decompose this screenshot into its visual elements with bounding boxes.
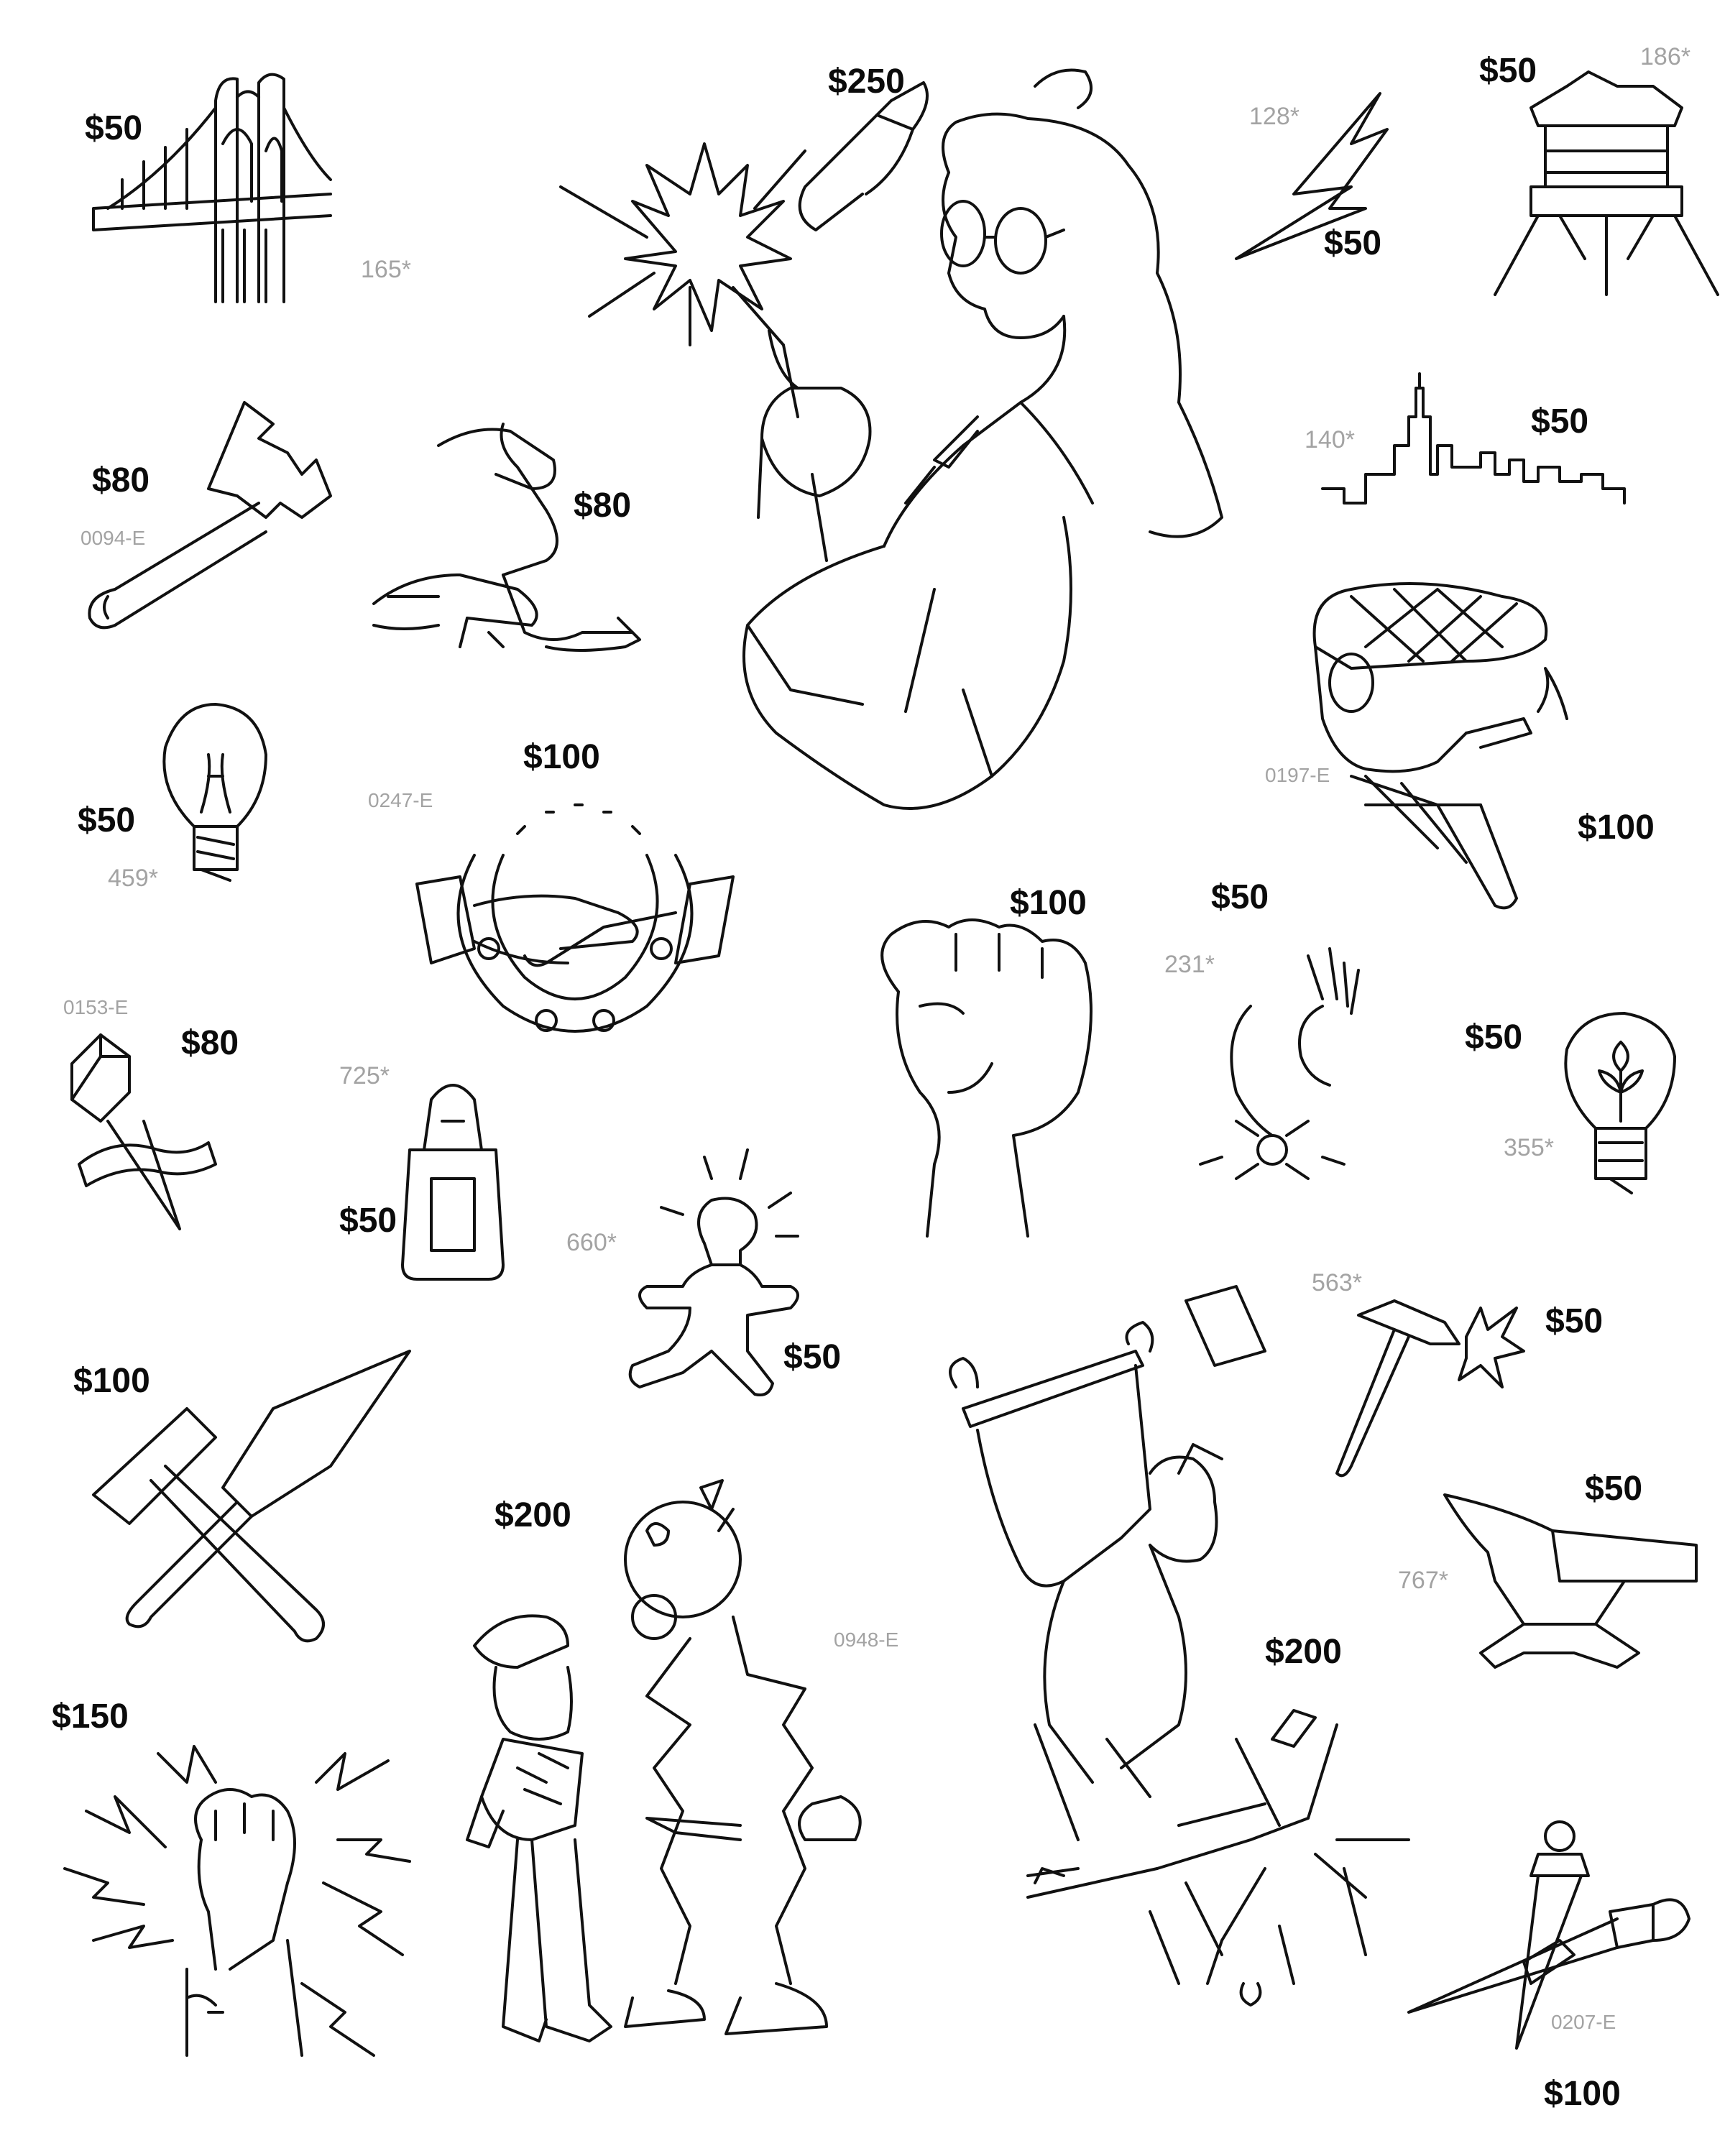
- hammer-spark-icon: [1335, 1299, 1525, 1478]
- code-skyline: 140*: [1305, 426, 1355, 453]
- code-spikes: 0207-E: [1551, 2011, 1616, 2033]
- electric-fist-icon: [63, 1745, 411, 2057]
- zipper-pull-icon: [401, 1084, 505, 1281]
- code-hammer-spark: 563*: [1312, 1269, 1362, 1296]
- price-water-tower: $50: [1479, 52, 1537, 90]
- woman-welder-icon: [559, 68, 1223, 810]
- price-chain-breaker: $200: [1265, 1633, 1342, 1671]
- code-axe: 0094-E: [80, 527, 146, 549]
- code-flower-bulb: 355*: [1504, 1134, 1554, 1161]
- price-bulb-figure: $50: [783, 1338, 842, 1376]
- price-bridge: $50: [85, 109, 143, 147]
- price-three-hands: $80: [574, 487, 632, 525]
- price-lightning-bolt: $50: [1324, 224, 1382, 262]
- code-handshake: 0247-E: [368, 789, 433, 811]
- price-spike-banner: $80: [181, 1024, 239, 1062]
- axe-icon: [88, 401, 332, 630]
- crossed-railroad-spikes-icon: [1407, 1820, 1690, 2050]
- code-worker-head: 0197-E: [1265, 764, 1330, 786]
- price-anvil: $50: [1585, 1470, 1643, 1508]
- railroad-spike-ribbon-icon: [70, 1033, 217, 1230]
- code-anvil: 767*: [1398, 1567, 1448, 1594]
- code-bridge: 165*: [361, 256, 411, 283]
- reddy-kilowatt-boy-icon: [466, 1479, 862, 2042]
- hammer-trowel-icon: [92, 1350, 411, 1643]
- city-skyline-icon: [1321, 372, 1626, 505]
- skeleton-hand-flower-icon: [1199, 947, 1360, 1180]
- price-axe: $80: [92, 461, 150, 499]
- price-handshake: $100: [523, 738, 600, 776]
- price-skyline: $50: [1531, 402, 1589, 441]
- price-zipper: $50: [339, 1202, 397, 1240]
- worker-cap-smoking-icon: [1312, 582, 1568, 910]
- code-water-tower: 186*: [1640, 43, 1690, 70]
- price-lightbulb: $50: [78, 801, 136, 839]
- code-skeleton-hand: 231*: [1164, 951, 1215, 978]
- code-spike-banner: 0153-E: [63, 996, 129, 1018]
- price-spikes: $100: [1544, 2075, 1621, 2113]
- price-skeleton-hand: $50: [1211, 878, 1269, 916]
- price-electric-fist: $150: [52, 1697, 129, 1736]
- code-lightbulb: 459*: [108, 865, 158, 892]
- price-raised-fist: $100: [1010, 884, 1087, 922]
- price-hammer-spark: $50: [1545, 1302, 1604, 1340]
- code-bulb-figure: 660*: [566, 1229, 617, 1256]
- brooklyn-bridge-icon: [92, 73, 332, 303]
- price-hammer-trowel: $100: [73, 1362, 150, 1400]
- water-tower-icon: [1494, 70, 1719, 296]
- handshake-horseshoe-icon: [415, 803, 735, 1033]
- raised-fist-icon: [880, 918, 1092, 1238]
- man-breaking-chains-icon: [949, 1285, 1410, 2007]
- flower-light-bulb-icon: [1564, 1012, 1676, 1194]
- price-reddy-kilowatt: $200: [494, 1496, 571, 1534]
- lightning-bolt-icon: [1235, 92, 1389, 260]
- interlocked-hands-icon: [372, 423, 641, 652]
- price-welder: $250: [828, 63, 905, 101]
- anvil-icon: [1443, 1493, 1698, 1669]
- dancing-bulb-figure-icon: [628, 1148, 799, 1396]
- price-flower-bulb: $50: [1465, 1018, 1523, 1056]
- light-bulb-icon: [162, 703, 267, 882]
- code-reddy-kilowatt: 0948-E: [834, 1628, 899, 1651]
- code-zipper: 725*: [339, 1062, 390, 1089]
- price-worker-head: $100: [1578, 808, 1655, 847]
- code-lightning-bolt: 128*: [1249, 103, 1300, 130]
